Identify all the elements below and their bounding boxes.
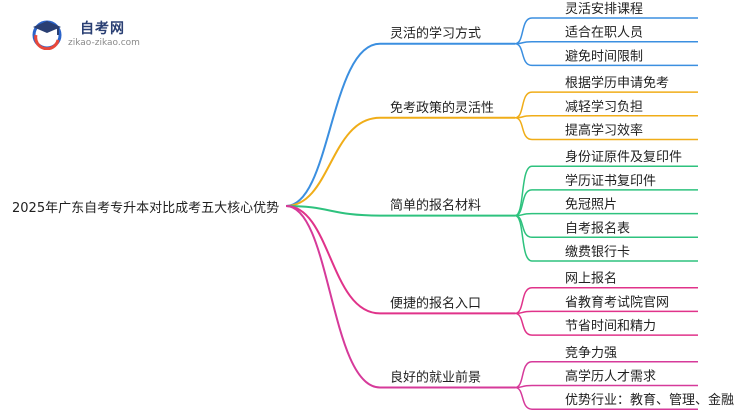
branch-leaf-link — [514, 42, 533, 67]
leaf-node: 学历证书复印件 — [565, 173, 656, 189]
branch-leaf-link — [514, 361, 533, 389]
branch-leaf-link — [514, 214, 533, 262]
branch-leaf-link — [514, 312, 533, 336]
leaf-node: 节省时间和精力 — [565, 319, 656, 334]
root-branch-link — [285, 42, 381, 207]
leaf-node: 竞争力强 — [565, 345, 617, 361]
branch-leaf-link — [514, 386, 533, 410]
root-branch-link — [285, 116, 381, 207]
branch-leaf-link — [514, 17, 533, 45]
root-branch-link — [285, 205, 381, 389]
leaf-node: 适合在职人员 — [565, 26, 643, 41]
branch-leaf-link — [514, 214, 533, 239]
branch-leaf-link — [514, 286, 533, 315]
logo-title: 自考网 — [80, 21, 125, 37]
branch-node: 免考政策的灵活性 — [390, 100, 494, 116]
mindmap-links — [285, 17, 698, 410]
branch-node: 简单的报名材料 — [390, 198, 481, 214]
site-logo[interactable]: 自考网 zikao-zikao.com — [30, 16, 150, 52]
branch-leaf-link — [514, 189, 533, 217]
leaf-node: 缴费银行卡 — [565, 245, 630, 260]
leaf-node: 身份证原件及复印件 — [565, 149, 682, 165]
leaf-node: 网上报名 — [565, 271, 617, 287]
leaf-node: 优势行业：教育、管理、金融 — [565, 392, 734, 408]
leaf-node: 减轻学习负担 — [565, 99, 643, 115]
branch-leaf-link — [514, 91, 533, 119]
leaf-node: 省教育考试院官网 — [565, 294, 669, 310]
branch-node: 便捷的报名入口 — [390, 295, 481, 311]
logo-url: zikao-zikao.com — [68, 38, 140, 48]
mindmap-root: 2025年广东自考专升本对比成考五大核心优势 — [12, 200, 279, 216]
leaf-node: 灵活安排课程 — [565, 2, 643, 17]
branch-node: 灵活的学习方式 — [390, 26, 481, 42]
leaf-node: 提高学习效率 — [565, 123, 643, 139]
leaf-node: 避免时间限制 — [565, 49, 643, 64]
leaf-node: 根据学历申请免考 — [565, 75, 669, 91]
mindmap-nodes: 2025年广东自考专升本对比成考五大核心优势 灵活的学习方式 灵活安排课程适合在职… — [12, 2, 734, 408]
leaf-node: 免冠照片 — [565, 198, 617, 213]
graduation-cap-logo-icon — [32, 20, 62, 50]
leaf-node: 自考报名表 — [565, 220, 630, 236]
root-branch-link — [285, 205, 381, 217]
root-branch-link — [285, 205, 381, 315]
branch-node: 良好的就业前景 — [390, 370, 481, 386]
leaf-node: 高学历人才需求 — [565, 369, 656, 385]
branch-leaf-link — [514, 117, 533, 141]
